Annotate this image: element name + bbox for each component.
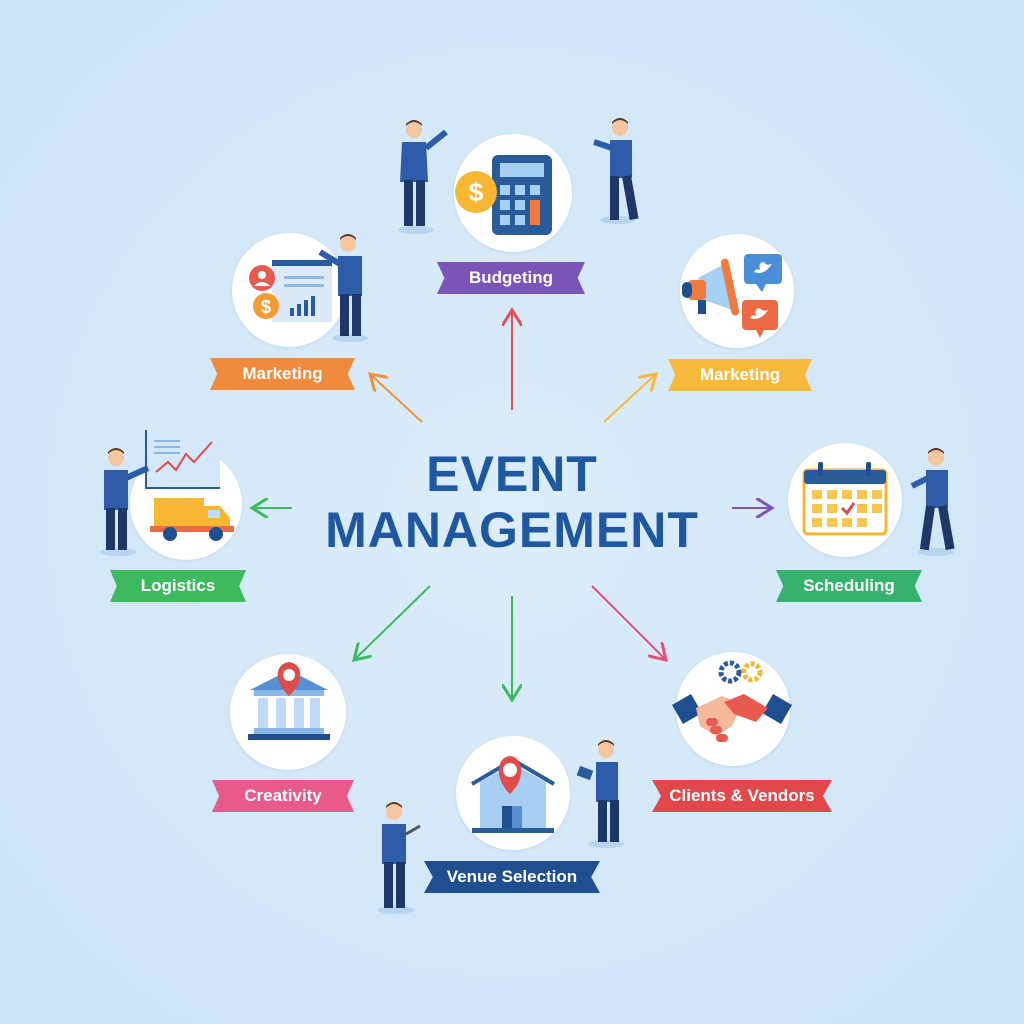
svg-text:$: $ [261, 297, 271, 317]
handshake-gears-icon [672, 660, 792, 742]
svg-text:$: $ [469, 177, 484, 207]
calendar-icon [802, 462, 888, 536]
budgeting-label: Budgeting [437, 262, 585, 294]
title-line-1: EVENT [426, 446, 598, 502]
person-figure-budgeting-right [593, 118, 639, 224]
report-chart-icon: $ [249, 260, 332, 322]
person-figure-scheduling [910, 448, 955, 556]
scheduling-label: Scheduling [776, 570, 922, 602]
person-figure-logistics [100, 448, 150, 556]
title-line-2: MANAGEMENT [325, 502, 699, 558]
marketing-right-label: Marketing [668, 359, 812, 391]
venue-selection-label: Venue Selection [424, 861, 600, 893]
clients-vendors-label: Clients & Vendors [652, 780, 832, 812]
megaphone-social-icon [682, 254, 782, 338]
person-figure-budgeting-left [398, 120, 448, 234]
arrow-to-marketing-right [603, 374, 656, 423]
logistics-label: Logistics [110, 570, 246, 602]
creativity-label: Creativity [212, 780, 354, 812]
arrow-to-clients [591, 585, 666, 660]
calculator-dollar-icon: $ [455, 155, 552, 235]
marketing-left-label: Marketing [210, 358, 355, 390]
building-pin-icon [248, 662, 330, 740]
person-figure-venue-right [576, 740, 624, 848]
person-figure-marketing [318, 234, 368, 342]
person-figure-venue-left [378, 802, 421, 914]
arrow-to-marketing-left [370, 374, 423, 423]
house-pin-icon [470, 756, 556, 833]
page-title: EVENT MANAGEMENT [312, 446, 712, 558]
truck-chart-icon [145, 430, 234, 541]
arrow-to-creativity [354, 585, 431, 660]
